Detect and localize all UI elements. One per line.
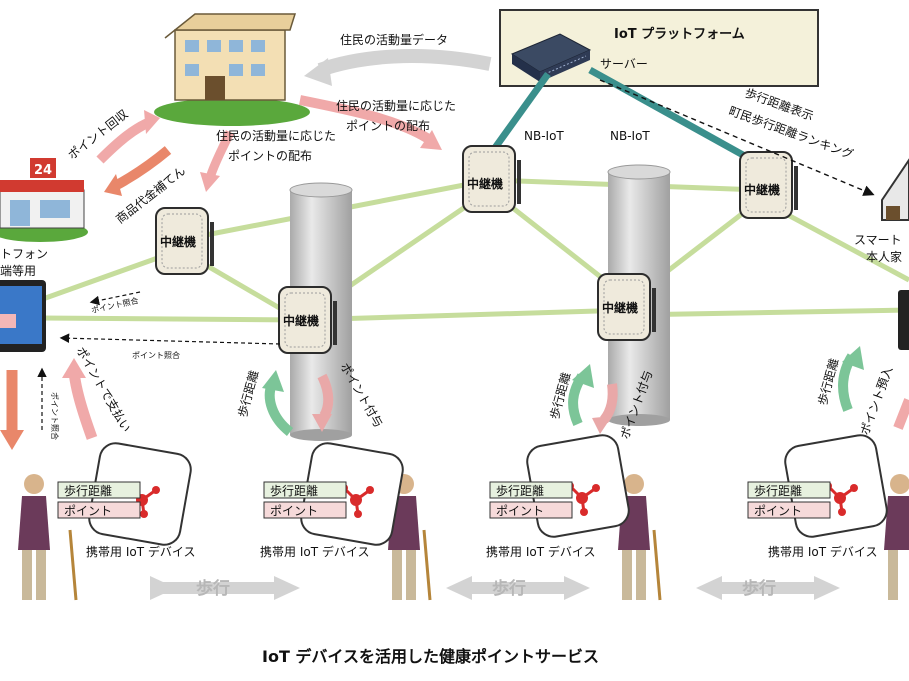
right-device-label: スマート <box>854 233 902 247</box>
distribution-label: 住民の活動量に応じた <box>336 99 456 113</box>
point-tag: ポイント <box>496 504 544 518</box>
nbiot-link <box>588 66 754 164</box>
distribution-label: 住民の活動量に応じた <box>216 129 336 143</box>
nbiot-link <box>489 71 551 155</box>
iot-device-icon <box>300 442 404 546</box>
relay-unit: 中継機 <box>462 145 522 213</box>
nbiot-label: NB-IoT <box>610 129 650 143</box>
device-label: 携帯用 IoT デバイス <box>86 544 195 559</box>
walk-label: 歩行 <box>196 578 230 599</box>
point-check-arrow <box>59 333 281 345</box>
walk-label: 歩行 <box>492 578 526 599</box>
walk-arrow: 歩行 <box>446 576 590 600</box>
iot-device-unit: 歩行距離 ポイント 携帯用 IoT デバイス <box>747 434 909 600</box>
relay-label: 中継機 <box>602 300 638 315</box>
convenience-store-icon: 24 <box>0 158 88 242</box>
walk-label: 歩行 <box>742 578 776 599</box>
activity-data-label: 住民の活動量データ <box>340 32 448 47</box>
walk-distance-label: 歩行距離 <box>234 369 261 419</box>
point-check-arrow <box>89 291 141 306</box>
walk-distance-arrow <box>568 364 594 427</box>
elder-person-icon <box>18 474 78 601</box>
walk-distance-arrow <box>262 370 294 436</box>
distribution-label: ポイントの配布 <box>346 119 430 133</box>
distribution-arrow-left <box>200 130 235 192</box>
point-check-label: ポイント照合 <box>132 350 180 360</box>
server-icon <box>510 33 592 82</box>
device-label: 携帯用 IoT デバイス <box>768 544 877 559</box>
point-deposit-arrow <box>893 398 909 430</box>
relay-label: 中継機 <box>744 182 780 197</box>
compensation-arrow <box>104 146 172 196</box>
point-check-label: ポイント照合 <box>90 295 139 315</box>
smartphone-icon <box>898 290 909 350</box>
walk-arrow: 歩行 <box>150 576 300 600</box>
right-device-label: 本人家 <box>866 249 902 264</box>
iot-device-unit: 歩行距離 ポイント 携帯用 IoT デバイス <box>486 434 662 601</box>
relay-unit: 中継機 <box>155 207 215 275</box>
pay-with-points-arrow <box>62 358 98 440</box>
walk-arrow: 歩行 <box>696 576 840 600</box>
point-tag: ポイント <box>754 504 802 518</box>
walk-distance-tag: 歩行距離 <box>496 483 544 498</box>
point-deposit-label: ポイント預入 <box>858 365 896 437</box>
left-device-label: トフォン <box>0 247 48 261</box>
device-label: 携帯用 IoT デバイス <box>486 544 595 559</box>
nbiot-label: NB-IoT <box>524 129 564 143</box>
relay-unit: 中継機 <box>597 273 657 341</box>
point-collection-arrow <box>96 110 160 164</box>
iot-platform: IoT プラットフォーム サーバー <box>499 9 819 87</box>
iot-device-unit: 歩行距離 ポイント 携帯用 IoT デバイス <box>260 442 432 601</box>
relay-unit: 中継機 <box>278 286 338 354</box>
relay-label: 中継機 <box>467 176 503 191</box>
relay-unit: 中継機 <box>739 151 799 219</box>
relay-label: 中継機 <box>160 234 196 249</box>
server-label: サーバー <box>600 57 648 71</box>
point-check-label: ポイント照合 <box>50 392 60 440</box>
ranking-arrow <box>599 79 875 196</box>
distribution-label: ポイントの配布 <box>228 149 312 163</box>
walk-distance-tag: 歩行距離 <box>754 483 802 498</box>
left-device-label: 端等用 <box>0 264 36 278</box>
caption: IoT デバイスを活用した健康ポイントサービス <box>262 647 599 666</box>
store-sign: 24 <box>34 163 52 178</box>
point-tag: ポイント <box>64 504 112 518</box>
elder-person-icon <box>884 474 909 600</box>
house-icon <box>881 158 909 221</box>
distribution-arrow-right <box>299 95 442 150</box>
point-grant-arrow <box>312 373 334 432</box>
device-label: 携帯用 IoT デバイス <box>260 544 369 559</box>
walk-distance-tag: 歩行距離 <box>64 483 112 498</box>
point-tag: ポイント <box>270 504 318 518</box>
iot-device-unit: 歩行距離 ポイント 携帯用 IoT デバイス <box>18 442 195 601</box>
relay-label: 中継機 <box>283 313 319 328</box>
platform-title: IoT プラットフォーム <box>614 27 745 42</box>
left-orange-arrow <box>0 370 24 450</box>
walk-distance-arrow <box>838 346 864 412</box>
town-office-building-icon <box>154 13 310 126</box>
activity-data-arrow <box>304 49 492 86</box>
walk-distance-label: 歩行距離 <box>814 357 841 407</box>
tablet-icon <box>0 280 46 352</box>
walk-distance-tag: 歩行距離 <box>270 483 318 498</box>
point-grant-arrow <box>592 383 618 434</box>
